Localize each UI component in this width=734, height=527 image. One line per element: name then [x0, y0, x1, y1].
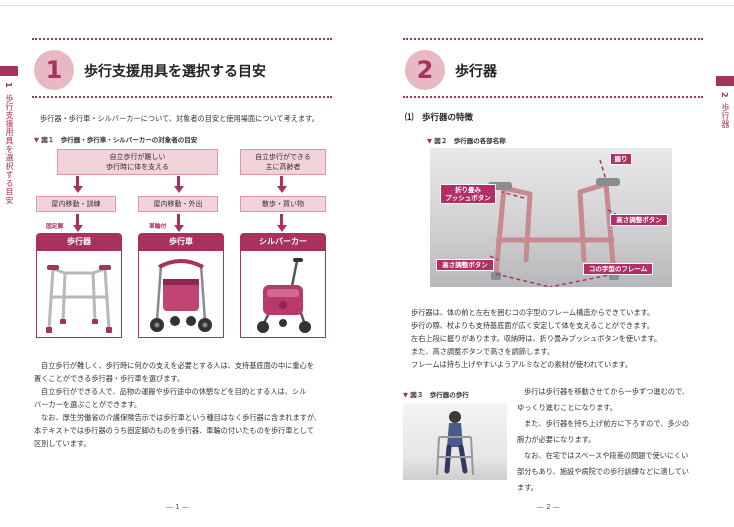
chapter-number-badge: 1 [34, 50, 74, 90]
side-tab-text: 歩行器 [721, 103, 730, 129]
top-dotted-rule [32, 38, 332, 40]
person-walking-illustration [436, 411, 474, 476]
body-line-1: 自立歩行が難しく、歩行時に何かの支えを必要とする人は、支持基底面の中に重心を [41, 361, 314, 370]
figure1-caption-text: 図１ 歩行器・歩行車・シルバーカーの対象者の目安 [41, 136, 198, 144]
use-box-indoor-outing: 屋内移動・外出 [138, 196, 218, 212]
bottom-dotted-rule [403, 96, 703, 98]
device-image-rollator [138, 250, 224, 338]
device-title-silver-car: シルバーカー [240, 233, 326, 250]
arrow-stem-3 [280, 176, 283, 186]
body-line-10: なお、在宅ではスペースや段差の問題で使いにくい [524, 451, 689, 460]
device-title-rollator: 歩行車 [138, 233, 224, 250]
page-number: — 1 — [166, 503, 189, 511]
body-line-5: フレームは持ち上げやすいようアルミなどの素材が使われています。 [411, 360, 633, 369]
body-line-1: 歩行器は、体の前と左右を囲むコの字型のフレーム構造からできています。 [411, 308, 655, 317]
top-dotted-rule [403, 38, 703, 40]
walker-photo-illustration [488, 159, 627, 288]
triangle-bullet-icon: ▼ [403, 391, 411, 399]
body-line-7: 区別しています。 [34, 439, 91, 448]
arrow-stem-6 [280, 214, 283, 225]
rollator-icon [150, 259, 212, 332]
body-line-2: 置くことができる歩行器・歩行車を選びます。 [34, 374, 185, 383]
silver-car-icon [257, 258, 311, 333]
figure3-caption: ▼ 図３ 歩行器の歩行 [403, 389, 469, 399]
label-grip: 握り [610, 153, 632, 165]
label-height-adjust-left: 高さ調整ボタン [436, 259, 494, 271]
bottom-dotted-rule [32, 96, 332, 98]
body-line-11: 部分もあり、施設や病院での歩行訓練などに適してい [517, 467, 689, 476]
body-line-5: なお、厚生労働省の介護保険告示では歩行車という種目はなく歩行器に含まれますが、 [41, 413, 322, 422]
down-arrow-icon [276, 186, 287, 193]
body-line-3: 自立歩行ができる人で、品物の運搬や歩行途中の休憩などを目的とする人は、シル [41, 387, 307, 396]
intro-text: 歩行器・歩行車・シルバーカーについて、対象者の目安と使用場面について考えます。 [40, 114, 319, 123]
body-line-7: ゆっくり進むことになります。 [517, 403, 617, 412]
label-frame: コの字型のフレーム [583, 263, 653, 275]
body-line-6: 歩行は歩行器を移動させてから一歩ずつ進むので、 [524, 387, 690, 396]
figure3-caption-text: 図３ 歩行器の歩行 [410, 391, 469, 399]
top-ruler [0, 0, 367, 6]
walker-frame-icon [46, 265, 112, 333]
body-line-3: 左右上段に握りがあります。収納時は、折り畳みプッシュボタンを使います。 [411, 334, 662, 343]
target-box-independent: 自立歩行ができる 主に高齢者 [240, 149, 326, 175]
figure2-caption: ▼ 図２ 歩行器の各部名称 [427, 135, 506, 145]
body-line-9: 腕力が必要になります。 [517, 435, 596, 444]
side-tab-number: 1 [4, 82, 13, 89]
arrow-stem-1 [76, 176, 79, 186]
side-tab-text: 歩行支援用具を選択する目安 [5, 94, 14, 205]
body-line-4: バーカーを選ぶことができます。 [34, 400, 142, 409]
target-box-needs-support: 自立歩行が難しい 歩行時に体を支える [57, 149, 218, 175]
tag-fixed-legs: 固定脚 [46, 224, 64, 230]
left-page: 1 歩行支援用具を選択する目安 1 歩行支援用具を選択する目安 歩行器・歩行車・… [0, 0, 367, 511]
section-heading: ⑴ 歩行器の特徴 [405, 113, 474, 123]
body-line-4: また、高さ調整ボタンで高さを調節します。 [411, 347, 555, 356]
arrow-stem-5 [177, 214, 180, 225]
device-image-walker [36, 250, 122, 338]
down-arrow-icon [173, 186, 184, 193]
side-tab-number: 2 [720, 92, 729, 99]
body-line-2: 歩行の際、杖よりも支持基底面が広く安定して体を支えることができます。 [411, 321, 655, 330]
tag-with-wheels: 車輪付 [149, 224, 167, 230]
walking-photo [403, 403, 507, 480]
down-arrow-icon [276, 225, 287, 232]
label-folding-push-button: 折り畳み プッシュボタン [440, 184, 496, 204]
right-page: 2 歩行器 2 歩行器 ⑴ 歩行器の特徴 ▼ 図２ 歩行器の各部名称 [367, 0, 734, 527]
triangle-bullet-icon: ▼ [427, 137, 435, 145]
body-line-8: また、歩行器を持ち上げ前方に下ろすので、多少の [524, 419, 690, 428]
top-ruler [367, 0, 734, 6]
device-title-walker: 歩行器 [36, 233, 122, 250]
triangle-bullet-icon: ▼ [34, 136, 42, 144]
arrow-stem-2 [177, 176, 180, 186]
use-box-indoor-training: 屋内移動・訓練 [36, 196, 116, 212]
chapter-number-badge: 2 [405, 50, 445, 90]
chapter-title: 歩行器 [455, 64, 497, 80]
use-box-walk-shopping: 散歩・買い物 [240, 196, 326, 212]
body-line-6: 本テキストでは歩行器のうち固定脚のものを歩行器、車輪の付いたものを歩行車として [34, 426, 314, 435]
figure2-caption-text: 図２ 歩行器の各部名称 [434, 137, 506, 145]
body-line-12: ます。 [517, 483, 538, 492]
chapter-title: 歩行支援用具を選択する目安 [84, 64, 266, 80]
down-arrow-icon [173, 225, 184, 232]
figure1-caption: ▼ 図１ 歩行器・歩行車・シルバーカーの対象者の目安 [34, 134, 197, 144]
label-height-adjust-right: 高さ調整ボタン [610, 214, 668, 226]
side-tab [716, 76, 734, 86]
down-arrow-icon [72, 186, 83, 193]
down-arrow-icon [72, 225, 83, 232]
side-tab [0, 66, 18, 76]
arrow-stem-4 [76, 214, 79, 225]
page-number: — 2 — [537, 503, 560, 511]
device-image-silver-car [240, 250, 326, 338]
